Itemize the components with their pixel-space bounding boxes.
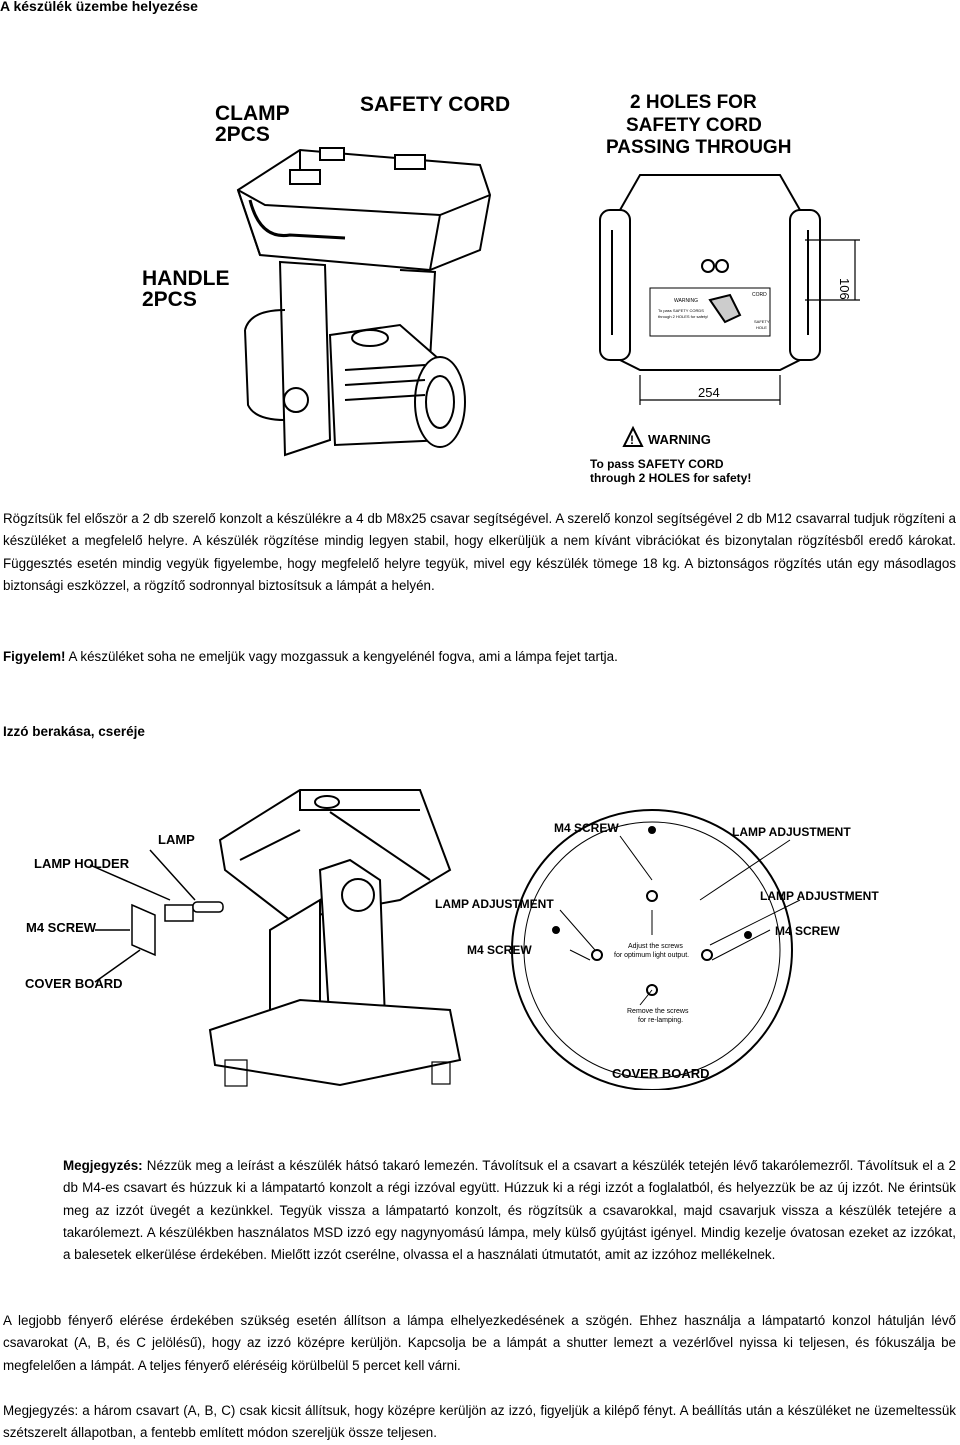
warning-title: WARNING — [648, 432, 711, 447]
small-warning-line1: To pass SAFETY CORDS — [658, 308, 704, 313]
screw-bottom — [646, 984, 658, 996]
lamp-adjustment-label-left: LAMP ADJUSTMENT — [435, 897, 554, 911]
screw-left — [591, 949, 603, 961]
small-hole-label: HOLE — [756, 325, 767, 330]
svg-text:!: ! — [630, 433, 634, 447]
screw-top — [646, 890, 658, 902]
holes-label-line2: SAFETY CORD — [626, 115, 762, 136]
warning-text-line2: through 2 HOLES for safety! — [590, 471, 751, 485]
clamp-label-line2: 2PCS — [215, 123, 270, 146]
warning-label: Figyelem! — [3, 649, 66, 664]
note-text: Nézzük meg a leírást a készülék hátsó ta… — [63, 1158, 956, 1263]
warning-triangle-icon: ! — [622, 425, 644, 447]
fixture-iso-drawing — [236, 147, 492, 457]
cover-board-label-left: COVER BOARD — [25, 976, 123, 991]
clamp-label-line1: CLAMP — [215, 102, 290, 125]
small-warning-title: WARNING — [674, 298, 698, 304]
warning-text: A készüléket soha ne emeljük vagy mozgas… — [65, 649, 618, 664]
section-title-lamp-replacement: Izzó berakása, cseréje — [3, 724, 145, 739]
lamp-adjustment-paragraph: A legjobb fényerő elérése érdekében szük… — [3, 1313, 956, 1373]
screw-right — [701, 949, 713, 961]
lamp-adjustment-label-top: LAMP ADJUSTMENT — [732, 825, 851, 839]
remove-note-line1: Remove the screws — [627, 1008, 689, 1015]
dimension-254: 254 — [698, 385, 720, 400]
lamp-holder-drawing — [89, 849, 224, 983]
holes-label-line1: 2 HOLES FOR — [630, 92, 757, 113]
lamp-label: LAMP — [158, 832, 195, 847]
small-safety-label: SAFETY — [754, 319, 770, 324]
warning-paragraph: Figyelem! A készüléket soha ne emeljük v… — [3, 646, 956, 668]
fixture-bottom-view-drawing — [599, 174, 860, 405]
safety-cord-label: SAFETY CORD — [360, 93, 510, 116]
adjustment-note: Megjegyzés: a három csavart (A, B, C) cs… — [3, 1403, 956, 1441]
small-cord-label: CORD — [752, 292, 767, 298]
safety-hole-left — [701, 259, 715, 273]
installation-figure: CLAMP 2PCS SAFETY CORD HANDLE 2PCS 2 HOL… — [142, 92, 860, 485]
lamp-adjustment-label-right: LAMP ADJUSTMENT — [760, 889, 879, 903]
cover-board-label-right: COVER BOARD — [612, 1066, 710, 1081]
handle-label-line2: 2PCS — [142, 288, 197, 311]
installation-paragraph: Rögzítsük fel először a 2 db szerelő kon… — [3, 511, 956, 593]
warning-text-line1: To pass SAFETY CORD — [590, 457, 724, 471]
handle-label-line1: HANDLE — [142, 267, 230, 290]
section-title-installation: A készülék üzembe helyezése — [0, 0, 198, 14]
lamp-replacement-figure: LAMP LAMP HOLDER M4 SCREW COVER BOARD M4… — [25, 789, 879, 1090]
cover-board-drawing — [511, 809, 801, 1090]
note-label: Megjegyzés: — [63, 1158, 143, 1173]
adjust-note-line1: Adjust the screws — [628, 943, 683, 950]
small-warning-line2: through 2 HOLES for safety! — [658, 314, 708, 319]
safety-hole-right — [715, 259, 729, 273]
remove-note-line2: for re-lamping. — [638, 1017, 683, 1024]
m4-screw-label-top: M4 SCREW — [554, 821, 619, 835]
lamp-replacement-note: Megjegyzés: Nézzük meg a leírást a készü… — [63, 1155, 956, 1266]
m4-screw-label-left: M4 SCREW — [26, 920, 97, 935]
adjust-note-line2: for optimum light output. — [614, 952, 689, 959]
dimension-106: 106 — [837, 278, 852, 300]
m4-screw-label-left2: M4 SCREW — [467, 943, 532, 957]
lamp-holder-label: LAMP HOLDER — [34, 856, 130, 871]
fixture-side-drawing — [208, 789, 462, 1087]
m4-screw-label-right: M4 SCREW — [775, 924, 840, 938]
holes-label-line3: PASSING THROUGH — [606, 137, 791, 158]
